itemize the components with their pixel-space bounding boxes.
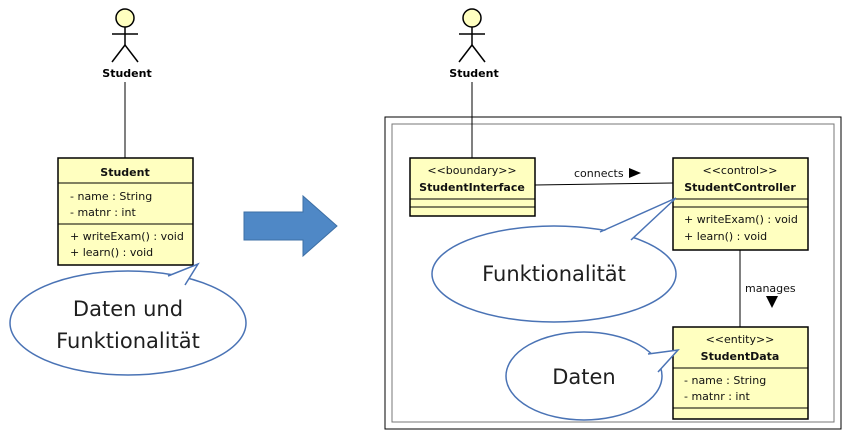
right-actor-label: Student [449,67,498,80]
control-op-1: + writeExam() : void [684,213,798,226]
left-callout-line-2: Funktionalität [56,329,200,353]
connects-direction-icon [629,168,641,178]
entity-attr-1: - name : String [684,374,766,387]
right-actor [458,8,486,63]
left-op-1: + writeExam() : void [70,230,184,243]
manages-direction-icon [766,296,778,308]
connects-label: connects [574,167,624,180]
control-stereotype: <<control>> [703,164,778,177]
system-frame-inner [391,123,835,423]
control-name: StudentController [684,181,796,194]
entity-class-student-data[interactable] [672,326,809,420]
control-callout-text: Funktionalität [482,262,626,286]
left-class-name: Student [100,166,149,179]
boundary-class-student-interface[interactable] [409,157,536,217]
entity-name: StudentData [701,350,780,363]
left-callout [9,262,247,376]
left-callout-line-1: Daten und [73,297,183,321]
left-op-2: + learn() : void [70,246,153,259]
left-attr-1: - name : String [70,190,152,203]
control-class-student-controller[interactable] [672,157,809,251]
entity-attr-2: - matnr : int [684,390,750,403]
entity-callout-text: Daten [552,365,616,389]
left-attr-2: - matnr : int [70,206,136,219]
manages-label: manages [745,282,796,295]
control-callout [431,197,677,323]
boundary-stereotype: <<boundary>> [427,164,516,177]
left-actor-label: Student [102,67,151,80]
control-op-2: + learn() : void [684,230,767,243]
entity-callout [505,331,680,421]
left-class-student[interactable] [57,157,194,266]
left-actor [111,8,139,63]
entity-stereotype: <<entity>> [706,333,775,346]
transformation-arrow-icon [243,194,338,258]
connects-edge [534,182,674,186]
boundary-name: StudentInterface [419,181,525,194]
